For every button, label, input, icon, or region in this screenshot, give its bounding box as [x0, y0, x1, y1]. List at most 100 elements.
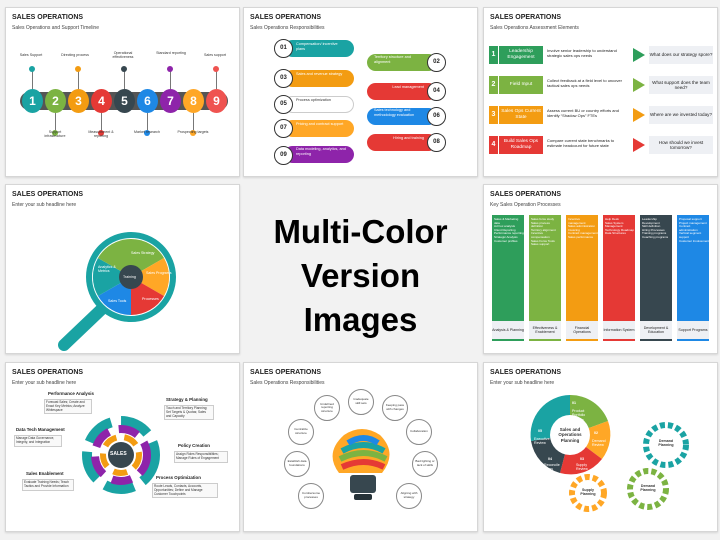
column-item: Skill definition: [642, 224, 661, 229]
segment-label: Product Portfolio Review: [572, 409, 586, 422]
column-item: Contract management: [568, 231, 598, 236]
pill-label: Sales technology and methodology evaluat…: [374, 108, 415, 117]
thumb-assessment[interactable]: SALES OPERATIONS Sales Operations Assess…: [483, 7, 718, 177]
bubble: Undefined reporting structure: [314, 395, 340, 421]
bubble: Collaboration: [406, 419, 432, 445]
section-title: Data Tech Management: [16, 427, 65, 432]
pill-label: Lead management: [392, 85, 424, 89]
hero-line-2: Version Images: [300, 257, 421, 338]
timeline-step: 9: [206, 89, 227, 113]
timeline-pin: [78, 70, 79, 89]
pill: [284, 146, 354, 163]
timeline-dot: [75, 66, 81, 72]
timeline-dot: [52, 130, 58, 136]
timeline-pin: [101, 113, 102, 132]
thumb-timeline[interactable]: SALES OPERATIONS Sales Operations and Su…: [5, 7, 240, 177]
column-item: Invoicing: [568, 227, 580, 232]
puzzle-label: Sales Tools: [108, 299, 127, 303]
pill-label: Hiring and training: [393, 136, 424, 140]
timeline-pin: [216, 70, 217, 89]
pill-label: Sales and revenue strategy: [296, 72, 343, 76]
segment-label: Supply Review: [576, 463, 588, 472]
section-text: Assign Roles Responsibilities; Manage Ru…: [174, 451, 228, 463]
column-item: Hiring Processes: [642, 227, 665, 232]
thumb-responsibilities[interactable]: SALES OPERATIONS Sales Operations Respon…: [243, 7, 478, 177]
column-item: Sales Force Tools: [531, 238, 555, 243]
arrow-icon: [633, 138, 645, 152]
pill-label: Territory structure and alignment: [374, 55, 411, 64]
thumb-sales-wheel[interactable]: SALES OPERATIONS Enter your sub headline…: [5, 362, 240, 532]
slide-subtitle: Sales Operations Assessment Elements: [490, 25, 579, 31]
column-footer: Support Programs: [677, 321, 709, 341]
row-question: What does our strategy spore?: [649, 46, 713, 64]
timeline-label: Standard reporting: [156, 51, 186, 55]
pill: [367, 134, 437, 151]
puzzle-label: Sales Programs: [146, 271, 172, 275]
pill-label: Process optimization: [296, 98, 332, 102]
arrow-icon: [633, 78, 645, 92]
column-item: Incentive management: [568, 217, 586, 225]
timeline-label: Directing process: [61, 53, 89, 57]
timeline-step: 7: [160, 89, 181, 113]
wheel-graphic: [82, 416, 160, 494]
column-item: Incentive compensation: [531, 231, 550, 239]
pill: [284, 70, 354, 87]
number-badge: 04: [427, 82, 446, 101]
pill-label: Compensation/ incentive plans: [296, 42, 338, 51]
timeline-dot: [29, 66, 35, 72]
thumb-lightbulb[interactable]: SALES OPERATIONS Sales Operations Respon…: [243, 362, 478, 532]
thumb-sop-cycle[interactable]: SALES OPERATIONS Enter your sub headline…: [483, 362, 718, 532]
row-number: 1: [489, 46, 498, 64]
timeline-pin: [170, 70, 171, 89]
segment-number: 02: [594, 431, 598, 435]
slide-title: SALES OPERATIONS: [490, 191, 562, 198]
number-badge: 05: [274, 95, 293, 114]
column-item: Coaching programs: [642, 234, 669, 239]
slide-subtitle: Sales Operations Responsibilities: [250, 380, 325, 386]
column-item: Project management: [679, 220, 707, 225]
segment-number: 03: [580, 457, 584, 461]
column-item: Customer profiles: [494, 238, 518, 243]
timeline-pin: [124, 70, 125, 89]
row-description: Involve senior leadership to understand …: [547, 48, 617, 58]
bubble: Aligning with strategy: [396, 483, 422, 509]
pill: [367, 83, 437, 100]
slide-title: SALES OPERATIONS: [12, 369, 84, 376]
slide-title: SALES OPERATIONS: [12, 14, 84, 21]
timeline-label: Support infrastructure: [44, 130, 66, 138]
number-badge: 06: [427, 107, 446, 126]
column-footer: Financial Operations: [566, 321, 598, 341]
column-item: Proposal support: [679, 217, 702, 221]
slide-subtitle: Enter your sub headline here: [490, 380, 555, 386]
column-item: Sales force study: [531, 217, 555, 221]
timeline-label: Measurement & reporting: [88, 130, 114, 138]
number-badge: 01: [274, 39, 293, 58]
column-footer: Analysis & Planning: [492, 321, 524, 341]
pill-label: Data modeling, analytics, and reporting: [296, 147, 346, 156]
column-item: Ad hoc analysis: [494, 224, 516, 229]
thumb-processes[interactable]: SALES OPERATIONS Key Sales Operation Pro…: [483, 184, 718, 354]
row-number: 3: [489, 106, 498, 124]
number-badge: 03: [274, 69, 293, 88]
thumb-puzzle[interactable]: SALES OPERATIONS Enter your sub headline…: [5, 184, 240, 354]
timeline-label: Sales Support: [19, 53, 43, 57]
timeline-label: Sales support: [204, 53, 226, 57]
segment-label: Executive Review: [534, 437, 550, 446]
slide-title: SALES OPERATIONS: [250, 14, 322, 21]
section-text: Evaluate Training Needs; Teach Tactics a…: [22, 479, 74, 491]
timeline-step: 4: [91, 89, 112, 113]
column-item: Territory alignment: [531, 227, 556, 232]
cycle-graphic: [530, 394, 689, 512]
cycle-center: Sales and Operations Planning: [558, 427, 582, 443]
column-item: Sales & Marketing data: [494, 217, 519, 225]
number-badge: 07: [274, 119, 293, 138]
slide-title: SALES OPERATIONS: [490, 14, 562, 21]
timeline-pin: [55, 113, 56, 132]
timeline-label: Market research: [134, 130, 160, 134]
